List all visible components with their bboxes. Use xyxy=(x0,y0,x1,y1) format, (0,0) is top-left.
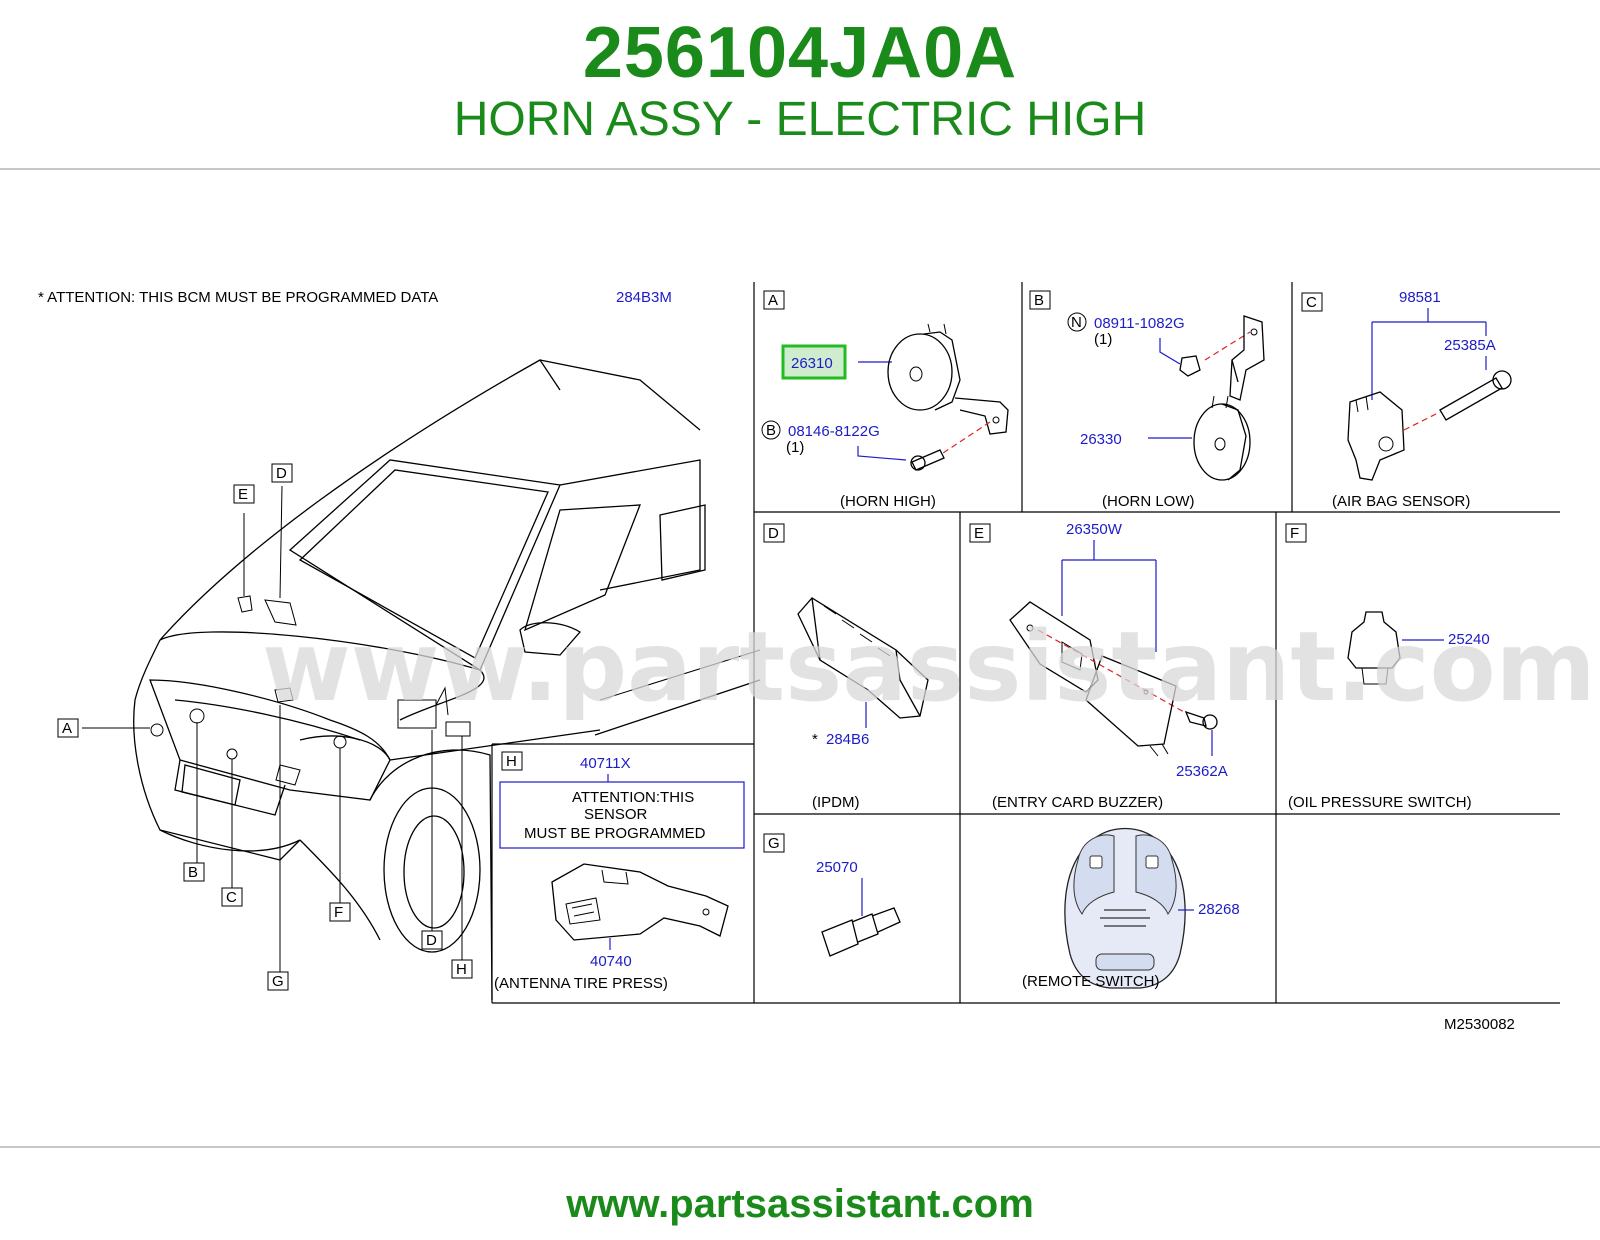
panel-b-caption: (HORN LOW) xyxy=(1102,493,1195,510)
part-title: HORN ASSY - ELECTRIC HIGH xyxy=(453,93,1147,146)
ipdm-part-number[interactable]: 284B6 xyxy=(826,731,869,748)
vehicle-callout-a: A xyxy=(62,720,72,737)
panel-a-letter: A xyxy=(768,292,778,309)
antenna-note-line1: ATTENTION:THIS xyxy=(572,789,694,806)
air-bag-sensor-group-part-number[interactable]: 98581 xyxy=(1399,289,1441,306)
parts-diagram: A B C D E G F D H * ATTENTION: THIS BCM … xyxy=(38,282,1596,1033)
panel-b-letter: B xyxy=(1034,292,1044,309)
figure-code: M2530082 xyxy=(1444,1016,1515,1033)
entry-buzzer-bolt-part-number[interactable]: 25362A xyxy=(1176,763,1228,780)
footer-divider xyxy=(0,1146,1600,1148)
horn-high-bolt-part-number[interactable]: 08146-8122G xyxy=(788,423,880,440)
vehicle-callout-b: B xyxy=(188,864,198,881)
remote-switch-part-number[interactable]: 28268 xyxy=(1198,901,1240,918)
panel-h-letter: H xyxy=(506,753,517,770)
panel-g-part-number[interactable]: 25070 xyxy=(816,859,858,876)
vehicle-callout-e: E xyxy=(238,486,248,503)
nut-symbol-n: N xyxy=(1071,314,1082,331)
antenna-note-line2: SENSOR xyxy=(584,806,648,823)
vehicle-callout-c: C xyxy=(226,889,237,906)
horn-high-bolt-qty: (1) xyxy=(786,439,804,456)
panel-h-caption: (ANTENNA TIRE PRESS) xyxy=(494,975,668,992)
panel-e-entry-card-buzzer: E 26350W 25362A (ENTRY CARD BUZZER) xyxy=(969,521,1228,811)
horn-low-nut-part-number[interactable]: 08911-1082G xyxy=(1094,315,1185,332)
panel-g-sensor: G 25070 xyxy=(763,833,901,957)
panel-a-horn-high: A 26310 B 08146-8122G (1) (HORN HIGH) xyxy=(761,290,1009,510)
antenna-top-part-number[interactable]: 40711X xyxy=(580,755,631,772)
vehicle-callout-d-top: D xyxy=(276,465,287,482)
bolt-symbol-b: B xyxy=(766,422,776,439)
panel-c-air-bag-sensor: C 98581 25385A (AIR BAG SENSOR) xyxy=(1301,289,1512,510)
entry-buzzer-part-number[interactable]: 26350W xyxy=(1066,521,1123,538)
panel-e-letter: E xyxy=(974,525,984,542)
bcm-part-number: 284B3M xyxy=(616,289,672,306)
vehicle-callout-h: H xyxy=(456,961,467,978)
attention-note: * ATTENTION: THIS BCM MUST BE PROGRAMMED… xyxy=(38,289,438,306)
antenna-bottom-part-number[interactable]: 40740 xyxy=(590,953,632,970)
antenna-note-line3: MUST BE PROGRAMMED xyxy=(524,825,706,842)
panel-a-caption: (HORN HIGH) xyxy=(840,493,936,510)
panel-f-letter: F xyxy=(1290,525,1299,542)
horn-high-part-number[interactable]: 26310 xyxy=(791,355,833,372)
panel-d-caption: (IPDM) xyxy=(812,794,860,811)
oil-pressure-switch-part-number[interactable]: 25240 xyxy=(1448,631,1490,648)
page-header: 256104JA0A HORN ASSY - ELECTRIC HIGH xyxy=(0,0,1600,168)
vehicle-callout-g: G xyxy=(272,973,284,990)
vehicle-callout-d-bottom: D xyxy=(426,932,437,949)
remote-switch-caption: (REMOTE SWITCH) xyxy=(1022,973,1159,990)
vehicle-callout-f: F xyxy=(334,904,343,921)
panel-d-letter: D xyxy=(768,525,779,542)
panel-c-letter: C xyxy=(1306,294,1317,311)
header-divider xyxy=(0,168,1600,170)
panel-remote-switch: 28268 (REMOTE SWITCH) xyxy=(1022,827,1240,990)
panel-h-antenna-tire-press: H 40711X ATTENTION:THIS SENSOR MUST BE P… xyxy=(494,751,745,992)
part-number: 256104JA0A xyxy=(582,13,1018,93)
watermark: www.partsassistant.com xyxy=(262,611,1596,723)
panel-g-letter: G xyxy=(768,835,780,852)
horn-low-nut-qty: (1) xyxy=(1094,331,1112,348)
horn-low-part-number[interactable]: 26330 xyxy=(1080,431,1122,448)
vehicle-drawing: A B C D E G F D H xyxy=(57,359,761,1001)
panel-grid xyxy=(491,282,1560,1004)
panel-b-horn-low: B N 08911-1082G (1) 26330 (HORN LOW) xyxy=(1029,290,1265,510)
ipdm-star: * xyxy=(812,731,818,748)
footer-url[interactable]: www.partsassistant.com xyxy=(566,1182,1034,1226)
panel-e-caption: (ENTRY CARD BUZZER) xyxy=(992,794,1163,811)
air-bag-sensor-bolt-part-number[interactable]: 25385A xyxy=(1444,337,1496,354)
panel-f-oil-pressure-switch: F 25240 (OIL PRESSURE SWITCH) xyxy=(1285,523,1490,811)
highlight-box xyxy=(781,344,847,380)
panel-f-caption: (OIL PRESSURE SWITCH) xyxy=(1288,794,1472,811)
panel-c-caption: (AIR BAG SENSOR) xyxy=(1332,493,1470,510)
panel-d-ipdm: D * 284B6 (IPDM) xyxy=(763,523,929,811)
